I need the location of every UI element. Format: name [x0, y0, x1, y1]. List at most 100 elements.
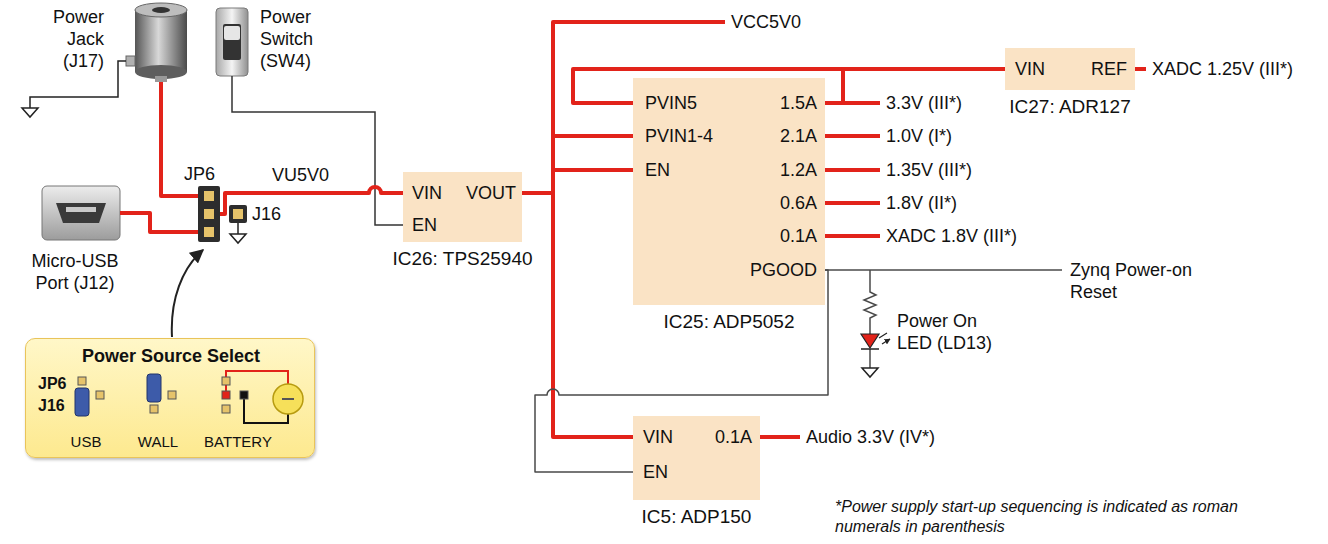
battery-jumper-icon [282, 398, 294, 400]
power-rail [1135, 67, 1146, 71]
part-heading: IC25: ADP5052 [664, 311, 795, 333]
reference-box: VINREFIC27: ADR127 [1005, 48, 1135, 90]
power-switch [216, 8, 248, 76]
led-symbol [862, 368, 878, 377]
jumper-header [229, 205, 247, 223]
wall-jumper-icon [150, 405, 158, 413]
jumper-header [233, 209, 243, 219]
battery-jumper-icon [240, 391, 248, 399]
micro-usb-port [42, 186, 120, 240]
current-rating: 1.5A [780, 92, 817, 114]
micro-usb-port [56, 203, 106, 223]
signal-wire [825, 269, 1062, 271]
jumper-header [204, 227, 214, 237]
current-rating: 1.2A [780, 159, 817, 181]
rail-label: 3.3V (III*) [886, 92, 962, 114]
rail-label: 1.0V (I*) [886, 125, 952, 147]
part-heading: IC27: ADR127 [1009, 96, 1130, 118]
net-name: VCC5V0 [731, 11, 801, 33]
ground-wire [22, 108, 38, 117]
battery-jumper-icon [222, 405, 230, 413]
jumper-header [204, 209, 214, 219]
pin-label: PGOOD [750, 259, 817, 281]
enable-wire [232, 76, 403, 225]
micro-usb-port [42, 186, 120, 240]
led-symbol [861, 348, 879, 350]
power-switch [223, 24, 241, 60]
current-rating: 0.1A [715, 426, 752, 448]
switch-ic-box: VINVOUTENIC26: TPS25940 [403, 172, 522, 242]
pin-label: REF [1091, 58, 1127, 80]
rail-label: XADC 1.8V (III*) [886, 225, 1017, 247]
signal-wire [869, 349, 871, 368]
current-rating: 0.1A [780, 225, 817, 247]
part-heading: IC5: ADP150 [642, 506, 752, 528]
ground-symbol [230, 234, 246, 243]
signal-wire [825, 270, 1062, 368]
signal-name: Zynq Power-on Reset [1070, 259, 1218, 303]
jumper-name: J16 [252, 203, 281, 225]
wall-jumper-icon [147, 374, 161, 402]
power-rail [760, 435, 800, 439]
pin-label: EN [645, 159, 670, 181]
pin-label: VOUT [466, 182, 516, 204]
part-heading: IC26: TPS25940 [392, 248, 532, 270]
current-rating: 0.6A [780, 192, 817, 214]
power-connector [522, 193, 633, 437]
pin-label: EN [643, 461, 668, 483]
power-rail [553, 168, 633, 172]
pin-label: PVIN5 [645, 92, 697, 114]
footnote: *Power supply start-up sequencing is ind… [835, 497, 1260, 537]
usb-jumper-icon [75, 377, 104, 416]
wall-jumper-icon [147, 374, 176, 413]
current-rating: 2.1A [780, 125, 817, 147]
jumper-header [204, 191, 214, 201]
usb-jumper-icon [75, 388, 89, 416]
pin-label: EN [412, 214, 437, 236]
rail-label: XADC 1.25V (III*) [1152, 58, 1293, 80]
power-jack [135, 3, 187, 17]
rail-label: 1.8V (II*) [886, 192, 957, 214]
power-rail [120, 213, 198, 232]
wall-jumper-icon [168, 391, 176, 399]
power-jack [155, 76, 167, 82]
power-jack [126, 56, 135, 66]
part-label: Micro-USB Port (J12) [22, 250, 128, 294]
part-label: Power Switch (SW4) [260, 6, 334, 72]
jumper-name: JP6 J16 [38, 373, 78, 417]
callout-arrow [172, 250, 203, 337]
option-label: BATTERY [193, 431, 283, 453]
led-symbol [861, 333, 890, 377]
power-jack [126, 3, 187, 82]
ground-symbol [230, 223, 246, 243]
jumper-name: JP6 [184, 163, 215, 185]
led-symbol [861, 334, 879, 348]
rail-label: Audio 3.3V (IV*) [806, 426, 935, 448]
ldo-box: VIN0.1AENIC5: ADP150 [633, 416, 760, 500]
battery-jumper-icon [222, 371, 303, 423]
power-connector [522, 136, 633, 193]
power-switch [216, 8, 248, 76]
panel-title: Power Source Select [31, 345, 311, 367]
power-switch [224, 26, 240, 40]
battery-jumper-icon [222, 391, 230, 399]
regulator-box: PVIN5PVIN1-4EN1.5A2.1A1.2A0.6A0.1APGOODI… [633, 78, 825, 305]
led-symbol [879, 333, 890, 344]
option-label: WALL [123, 431, 193, 453]
pin-label: PVIN1-4 [645, 125, 713, 147]
jumper-header [198, 186, 220, 242]
micro-usb-port [66, 207, 96, 212]
part-label: Power Jack (J17) [40, 6, 104, 72]
power-rail [220, 187, 403, 214]
power-rail [825, 103, 880, 236]
rail-label: 1.35V (III*) [886, 159, 972, 181]
usb-jumper-icon [78, 377, 86, 385]
net-name: VU5V0 [272, 164, 329, 186]
pin-label: VIN [412, 182, 442, 204]
ground-symbol [237, 223, 239, 234]
pin-label: VIN [643, 426, 673, 448]
pin-label: VIN [1015, 58, 1045, 80]
power-jack [135, 10, 187, 72]
